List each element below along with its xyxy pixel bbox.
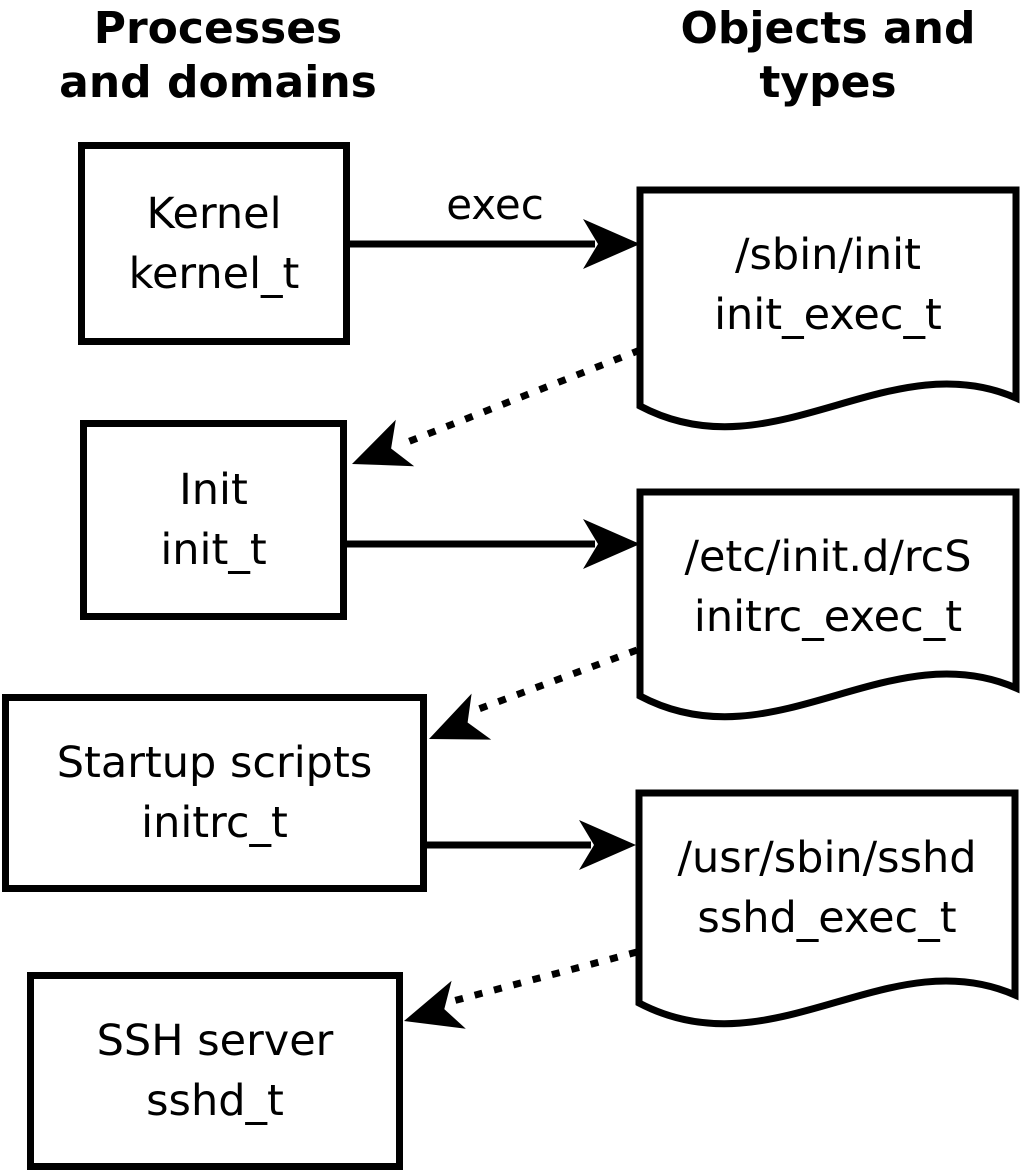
process-domain: initrc_t <box>141 798 288 848</box>
process-box-init: Init init_t <box>80 420 347 620</box>
document-shape-sbin-init <box>636 186 1020 431</box>
object-type: sshd_exec_t <box>697 893 957 943</box>
process-box-kernel: Kernel kernel_t <box>78 142 350 345</box>
process-domain: sshd_t <box>146 1076 284 1126</box>
heading-line: types <box>759 57 897 108</box>
process-label: SSH server <box>96 1016 334 1066</box>
process-box-startup-scripts: Startup scripts initrc_t <box>2 694 427 892</box>
document-shape-etc-initd-rcs <box>636 488 1020 721</box>
column-heading-objects: Objects and types <box>628 2 1024 110</box>
process-domain: kernel_t <box>128 248 300 299</box>
exec-arrow-init-to-rcs <box>347 519 640 569</box>
object-type: init_exec_t <box>714 290 942 340</box>
heading-line: Objects and <box>680 3 976 54</box>
heading-line: and domains <box>59 57 377 108</box>
object-path: /etc/init.d/rcS <box>684 532 972 582</box>
object-path: /usr/sbin/sshd <box>677 833 977 883</box>
object-label-usr-sbin-sshd: /usr/sbin/sshd sshd_exec_t <box>639 793 1015 983</box>
exec-arrow-label: exec <box>446 180 544 229</box>
process-domain: init_t <box>160 525 267 575</box>
object-type: initrc_exec_t <box>693 592 963 642</box>
transition-arrow-rcs-to-initrc-domain <box>429 646 639 740</box>
object-label-sbin-init: /sbin/init init_exec_t <box>640 190 1016 380</box>
transition-arrow-sshd-to-sshd-domain <box>404 948 638 1029</box>
process-box-ssh-server: SSH server sshd_t <box>27 972 403 1170</box>
process-label: Startup scripts <box>56 738 373 788</box>
heading-line: Processes <box>93 3 343 54</box>
object-label-etc-initd-rcs: /etc/init.d/rcS initrc_exec_t <box>640 492 1016 682</box>
object-path: /sbin/init <box>735 230 921 280</box>
exec-arrow-kernel-to-sbin-init <box>350 219 640 269</box>
document-shape-usr-sbin-sshd <box>635 789 1019 1028</box>
process-label: Kernel <box>146 188 282 239</box>
exec-arrow-startup-to-sshd <box>427 820 636 870</box>
column-heading-processes: Processes and domains <box>6 2 430 110</box>
transition-arrow-sbin-init-to-init-domain <box>352 346 642 467</box>
process-label: Init <box>179 465 248 515</box>
